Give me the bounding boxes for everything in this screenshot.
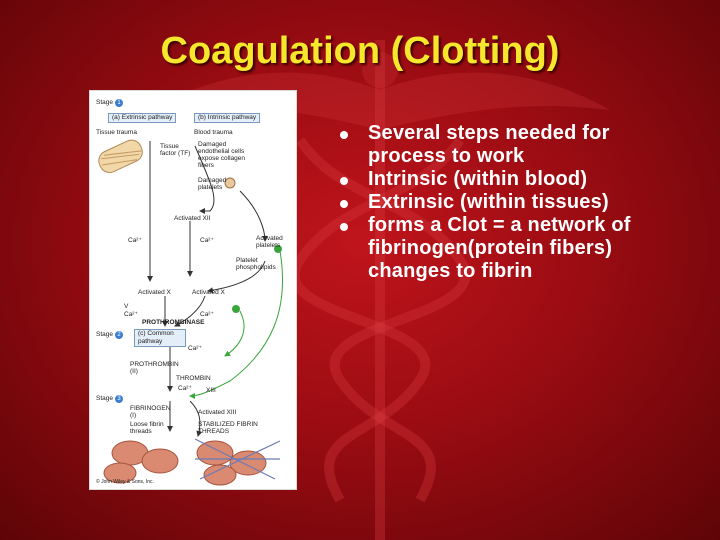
fibrinogen-label: FIBRINOGEN (I) — [130, 405, 171, 419]
ca-left-label: Ca²⁺ — [128, 237, 142, 244]
ca-thrombin-label: Ca²⁺ — [178, 385, 192, 392]
slide-title: Coagulation (Clotting) — [160, 30, 560, 72]
bullet-text: Extrinsic (within tissues) — [368, 191, 609, 213]
bullet-list: Several steps needed for process to work… — [340, 122, 640, 283]
stage-3-number: 3 — [115, 395, 123, 403]
prothrombinase-label: PROTHROMBINASE — [142, 319, 205, 326]
bullet-dot-icon — [340, 200, 348, 208]
stage-3-text: Stage — [96, 395, 113, 402]
copyright-label: © John Wiley & Sons, Inc. — [96, 479, 154, 485]
activated-xii-label: Activated XII — [174, 215, 211, 222]
activated-platelets-label: Activated platelets — [256, 235, 283, 249]
blood-trauma-label: Blood trauma — [194, 129, 233, 136]
bullet-text: forms a Clot = a network of fibrinogen(p… — [368, 214, 631, 282]
factor-v-label: V — [124, 303, 129, 310]
extrinsic-pathway-box: (a) Extrinsic pathway — [108, 113, 177, 123]
tissue-factor-label: Tissue factor (TF) — [160, 143, 191, 157]
diagram-arrows — [98, 139, 284, 486]
ca-prothrombinase-right-label: Ca²⁺ — [200, 311, 214, 318]
activated-xiii-label: Activated XIII — [198, 409, 237, 416]
stage-1-number: 1 — [115, 99, 123, 107]
common-pathway-box: (c) Common pathway — [134, 329, 186, 347]
activated-x-left-label: Activated X — [138, 289, 171, 296]
tissue-trauma-label: Tissue trauma — [96, 129, 137, 136]
stage-2-number: 2 — [115, 331, 123, 339]
ca-prothrombin-label: Ca²⁺ — [188, 345, 202, 352]
bullet-item: forms a Clot = a network of fibrinogen(p… — [340, 214, 640, 283]
stabilized-fibrin-label: STABILIZED FIBRIN THREADS — [198, 421, 258, 435]
intrinsic-pathway-box: (b) Intrinsic pathway — [194, 113, 261, 123]
prothrombin-label: PROTHROMBIN (II) — [130, 361, 179, 375]
bullet-text: Several steps needed for process to work — [368, 122, 610, 167]
stage-2-text: Stage — [96, 331, 113, 338]
activated-x-right-label: Activated X — [192, 289, 225, 296]
platelet-phospholipids-label: Platelet phospholipids — [236, 257, 276, 271]
damaged-platelets-label: Damaged platelets — [198, 177, 227, 191]
bullet-item: Extrinsic (within tissues) — [340, 191, 640, 214]
ca-prothrombinase-left-label: Ca²⁺ — [124, 311, 138, 318]
bullet-dot-icon — [340, 131, 348, 139]
xiii-label: XIII — [206, 387, 216, 394]
bullet-item: Intrinsic (within blood) — [340, 168, 640, 191]
thrombin-label: THROMBIN — [176, 375, 211, 382]
bullet-item: Several steps needed for process to work — [340, 122, 640, 168]
stage-1-text: Stage — [96, 99, 113, 106]
bullet-dot-icon — [340, 177, 348, 185]
bullet-dot-icon — [340, 223, 348, 231]
bullet-text: Intrinsic (within blood) — [368, 168, 588, 190]
damaged-endothelial-label: Damaged endothelial cells expose collage… — [198, 141, 245, 169]
loose-fibrin-label: Loose fibrin threads — [130, 421, 164, 435]
ca-mid-label: Ca²⁺ — [200, 237, 214, 244]
